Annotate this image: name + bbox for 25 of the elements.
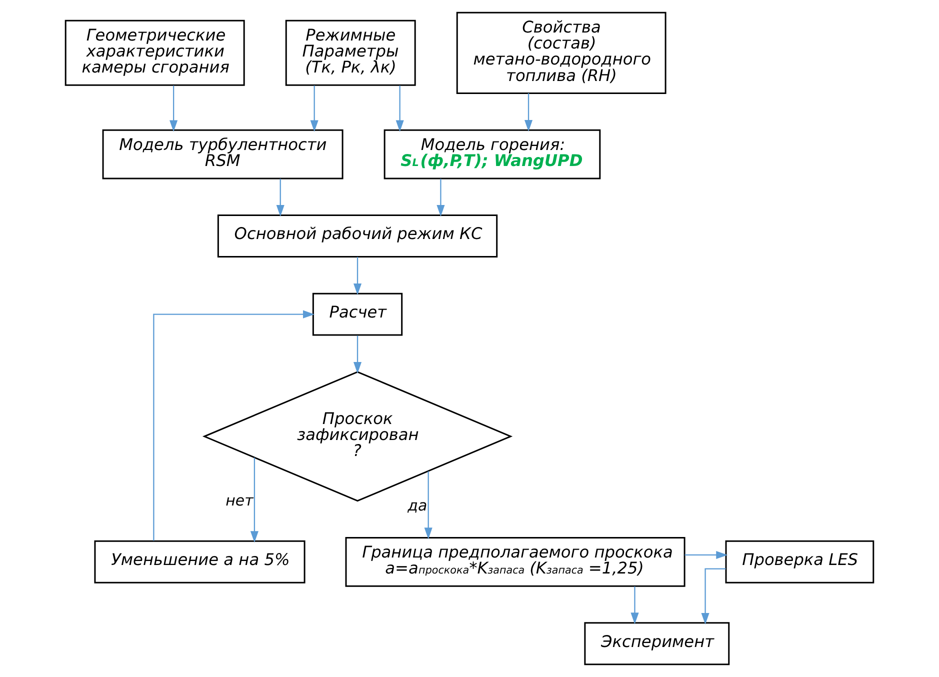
arrow: [276, 178, 284, 217]
arrow: [524, 93, 533, 132]
arrow: [684, 550, 728, 560]
arrow: [630, 586, 639, 624]
node-box: Геометрические характеристики камеры сгорания: [64, 20, 245, 86]
arrow: [250, 458, 258, 543]
node-box: Проверка LES: [725, 540, 874, 584]
arrow: [170, 86, 178, 132]
arrow: [310, 86, 318, 132]
node-box: Расчет: [312, 292, 403, 336]
arrow: [396, 86, 404, 132]
node-box: Эксперимент: [584, 622, 730, 666]
arrow: [436, 178, 445, 217]
arrow: [353, 257, 362, 296]
node-box: Модель горения: SL(ф,P,T); WangUPD: [384, 129, 601, 180]
node-box: Модель турбулентности RSM: [102, 129, 344, 180]
node-box: Основной рабочий режим КС: [217, 214, 498, 258]
node-box: Свойства (состав) метано-водородного топлива (RH): [456, 12, 666, 94]
arrow: [424, 471, 432, 540]
arrow: [153, 310, 315, 541]
arrow: [701, 568, 726, 625]
node-box: Режимные Параметры (Тк, Рк, λк): [285, 20, 416, 86]
node-box: Граница предполагаемого проскока а=апроскока*Kзапаса (Kзапаса =1,25): [345, 536, 686, 587]
arrow: [353, 336, 362, 374]
node-box: Уменьшение а на 5%: [94, 540, 306, 584]
